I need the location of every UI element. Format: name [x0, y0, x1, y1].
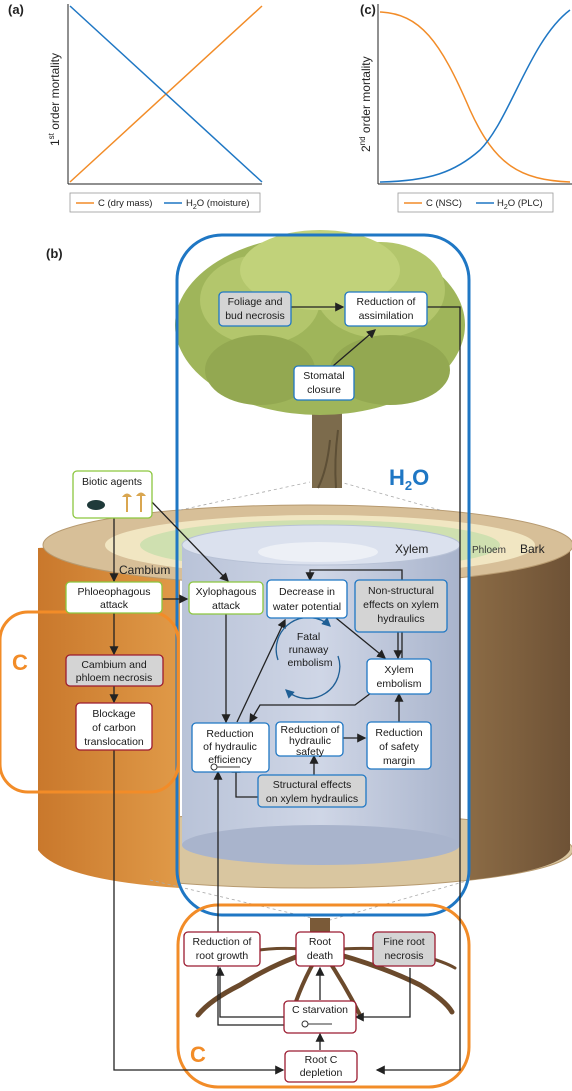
panel-c-legend	[397, 192, 554, 213]
panel-c-carbon-curve	[379, 11, 571, 183]
box-biotic-agents: Biotic agents	[72, 470, 153, 519]
h2o-region	[175, 233, 471, 917]
xylem-label: Xylem	[395, 542, 428, 556]
arrow-starvation-growth	[215, 966, 284, 1018]
bark-wall	[470, 545, 570, 880]
panel-c-legend-water: H2O (PLC)	[497, 198, 543, 211]
panel-c-y-label: 2nd order mortality	[358, 56, 373, 152]
tree-illustration	[175, 230, 465, 489]
bark-label: Bark	[520, 542, 546, 556]
panel-b-label: (b)	[46, 246, 63, 261]
connectors	[109, 302, 461, 1075]
guide-line	[339, 481, 441, 511]
arrow-blockage-rootc	[113, 750, 285, 1075]
arrow-water-embolism	[335, 617, 387, 659]
panel-a-legend-water: H2O (moisture)	[186, 198, 250, 211]
runaway-arc	[275, 616, 331, 661]
box-c-starvation: C starvation	[283, 1000, 357, 1034]
panel-a: (a) 1st order mortality C (dry mass) H2O…	[8, 2, 263, 213]
guide-line	[329, 879, 471, 921]
xylem-bottom	[182, 825, 460, 865]
mushroom-icon	[122, 492, 146, 497]
arrow-efficiency-water	[236, 618, 286, 723]
svg-text:C starvation: C starvation	[292, 1004, 348, 1016]
panel-a-label: (a)	[8, 2, 24, 17]
panel-c: (c) 2nd order mortality C (NSC) H2O (PLC…	[358, 2, 572, 213]
panel-c-water-curve	[379, 9, 571, 183]
arrow-biotic-xylophagous	[149, 499, 229, 582]
cambium-label: Cambium	[119, 563, 170, 577]
runaway-arc	[285, 655, 341, 700]
arrow-structural-efficiency	[231, 763, 258, 798]
runaway-label: Fatal runaway embolism	[288, 631, 333, 669]
arrow-fineroot-starvation	[354, 968, 411, 1022]
panel-c-label: (c)	[360, 2, 376, 17]
panel-c-legend-carbon: C (NSC)	[426, 198, 462, 209]
c-region-roots	[176, 903, 471, 1089]
c-label-left: C	[12, 650, 28, 675]
root	[319, 947, 455, 1015]
panel-a-water-line	[69, 5, 263, 183]
arrow-assimilation-rootc	[375, 306, 461, 1075]
tree-bark-texture	[317, 429, 339, 489]
tree-crown-lobe	[240, 230, 400, 310]
tree-crown-lobe	[205, 335, 315, 405]
key-icon	[210, 763, 240, 771]
tree-crown-lobe	[330, 335, 450, 405]
h2o-label: H2O	[389, 465, 429, 493]
key-icon	[301, 1020, 332, 1028]
panel-a-legend-carbon: C (dry mass)	[98, 198, 152, 209]
guide-line	[179, 481, 311, 511]
pith	[258, 542, 378, 562]
panel-a-y-label: 1st order mortality	[47, 53, 62, 146]
guide-line	[149, 879, 321, 921]
runaway-cycle: Fatal runaway embolism	[275, 616, 341, 700]
arrow-embolism-efficiency	[249, 689, 376, 724]
svg-text:Biotic agents: Biotic agents	[82, 476, 142, 488]
beetle-icon	[87, 500, 105, 510]
arrow-stomatal-assimilation	[332, 329, 376, 367]
arrow-starvation-efficiency	[213, 770, 284, 1026]
c-label-roots: C	[190, 1042, 206, 1067]
phloem-label: Phloem	[472, 545, 506, 556]
